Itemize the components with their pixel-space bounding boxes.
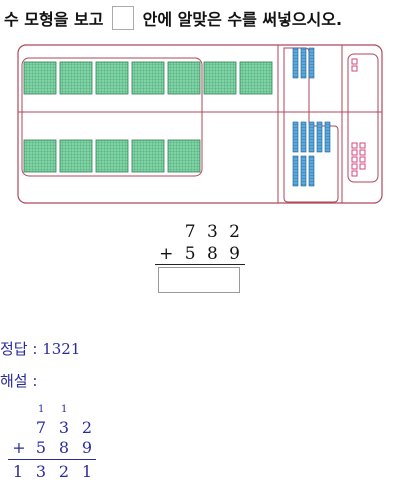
answer-value: 1321 (42, 340, 81, 358)
carry-digit: 1 (38, 404, 45, 415)
ten-rod-block (292, 47, 299, 79)
carry-digit: 1 (61, 404, 68, 415)
one-unit-cube (351, 170, 358, 177)
one-unit-cube (351, 142, 358, 149)
hundred-flat-block (95, 61, 129, 95)
result-digit: 1 (12, 462, 24, 481)
hundred-flat-block (95, 139, 129, 173)
bottom-digit: 5 (35, 438, 47, 457)
plus-sign: + (12, 438, 26, 457)
result-digit: 2 (58, 462, 70, 481)
one-unit-cube (359, 142, 366, 149)
problem-bottom-number: 5 8 9 (184, 244, 243, 264)
hundred-flat-block (203, 61, 237, 95)
hundred-flat-block (167, 61, 201, 95)
one-unit-cube (359, 156, 366, 163)
hundred-flat-block (59, 139, 93, 173)
addition-problem: 7 3 2 + 5 8 9 (155, 222, 243, 266)
one-unit-cube (351, 149, 358, 156)
bottom-digit: 9 (81, 438, 93, 457)
result-digit: 1 (81, 462, 93, 481)
ten-rod-block (316, 121, 323, 153)
answer-line: 정답 : 1321 (0, 338, 80, 359)
ten-rod-block (300, 155, 307, 187)
hundred-flat-block (23, 61, 57, 95)
one-unit-cube (351, 58, 358, 65)
question-prefix: 수 모형을 보고 (4, 10, 104, 29)
ten-rod-block (300, 121, 307, 153)
ten-rod-block (324, 121, 331, 153)
ten-rod-block (308, 121, 315, 153)
one-unit-cube (351, 156, 358, 163)
group-outline-hundreds (21, 57, 203, 177)
top-digit: 7 (35, 418, 47, 437)
top-digit: 2 (81, 418, 93, 437)
top-digit: 3 (58, 418, 70, 437)
question-suffix: 안에 알맞은 수를 써넣으시오. (142, 10, 343, 29)
problem-bottom-row: + 5 8 9 (159, 244, 243, 264)
result-digit: 3 (35, 462, 47, 481)
explanation-calculation: 1 1 7 3 2 + 5 8 9 1 3 2 1 (0, 404, 110, 484)
hundred-flat-block (167, 139, 201, 173)
plus-sign: + (159, 244, 177, 264)
ten-rod-block (292, 155, 299, 187)
one-unit-cube (359, 163, 366, 170)
hundred-flat-block (131, 61, 165, 95)
hundred-flat-block (239, 61, 273, 95)
one-unit-cube (351, 163, 358, 170)
hundred-flat-block (23, 139, 57, 173)
answer-input-box[interactable] (158, 267, 240, 293)
group-outline-ones (347, 53, 379, 183)
ten-rod-block (308, 155, 315, 187)
hundred-flat-block (131, 139, 165, 173)
explanation-sum-line (8, 459, 96, 460)
question-text: 수 모형을 보고 안에 알맞은 수를 써넣으시오. (4, 6, 396, 34)
answer-label: 정답 : (0, 340, 38, 358)
one-unit-cube (359, 149, 366, 156)
base-ten-block-model (17, 44, 383, 204)
one-unit-cube (351, 65, 358, 72)
ten-rod-block (308, 47, 315, 79)
blank-box-icon (112, 6, 135, 30)
ten-rod-block (292, 121, 299, 153)
model-frame (17, 44, 383, 204)
explanation-label: 해설 : (0, 372, 38, 390)
problem-top-number: 7 3 2 (184, 222, 243, 242)
ten-rod-block (300, 47, 307, 79)
problem-sum-line (155, 264, 245, 265)
hundred-flat-block (59, 61, 93, 95)
bottom-digit: 8 (58, 438, 70, 457)
